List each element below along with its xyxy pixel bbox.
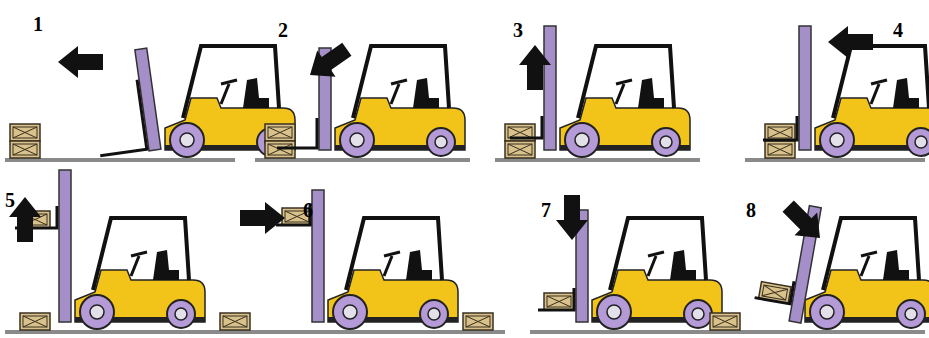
forklift — [510, 26, 690, 157]
panel — [265, 36, 465, 158]
forklift — [15, 170, 205, 329]
panel — [538, 195, 722, 329]
panel — [763, 26, 929, 158]
panel — [505, 26, 690, 158]
ground — [5, 158, 925, 334]
callout-number: 3 — [513, 20, 523, 40]
forklift — [277, 46, 465, 157]
motion-arrow — [828, 26, 873, 58]
panel — [710, 195, 929, 330]
forklift — [276, 190, 458, 329]
callout-number: 7 — [541, 200, 551, 220]
callout-number: 5 — [5, 190, 15, 210]
crate — [265, 124, 295, 141]
callout-number: 1 — [33, 14, 43, 34]
crate — [710, 313, 740, 330]
callout-number: 4 — [893, 20, 903, 40]
crate — [765, 141, 795, 158]
motion-arrow — [519, 45, 551, 90]
panel — [220, 190, 493, 330]
crate — [10, 124, 40, 141]
callout-number: 6 — [303, 200, 313, 220]
motion-arrow — [240, 202, 285, 234]
crate — [10, 141, 40, 158]
forklift — [763, 26, 929, 157]
crate — [463, 313, 493, 330]
forklift — [752, 199, 929, 329]
panel — [10, 46, 295, 158]
crate — [544, 293, 574, 310]
callout-number: 8 — [746, 200, 756, 220]
crate — [220, 313, 250, 330]
crate — [20, 313, 50, 330]
crate — [765, 124, 795, 141]
crate — [505, 141, 535, 158]
forklift — [86, 46, 295, 158]
callout-number: 2 — [278, 20, 288, 40]
motion-arrow — [556, 195, 588, 240]
motion-arrow — [777, 195, 831, 249]
panel — [9, 170, 205, 330]
motion-arrow — [301, 36, 356, 88]
motion-arrow — [58, 46, 103, 78]
